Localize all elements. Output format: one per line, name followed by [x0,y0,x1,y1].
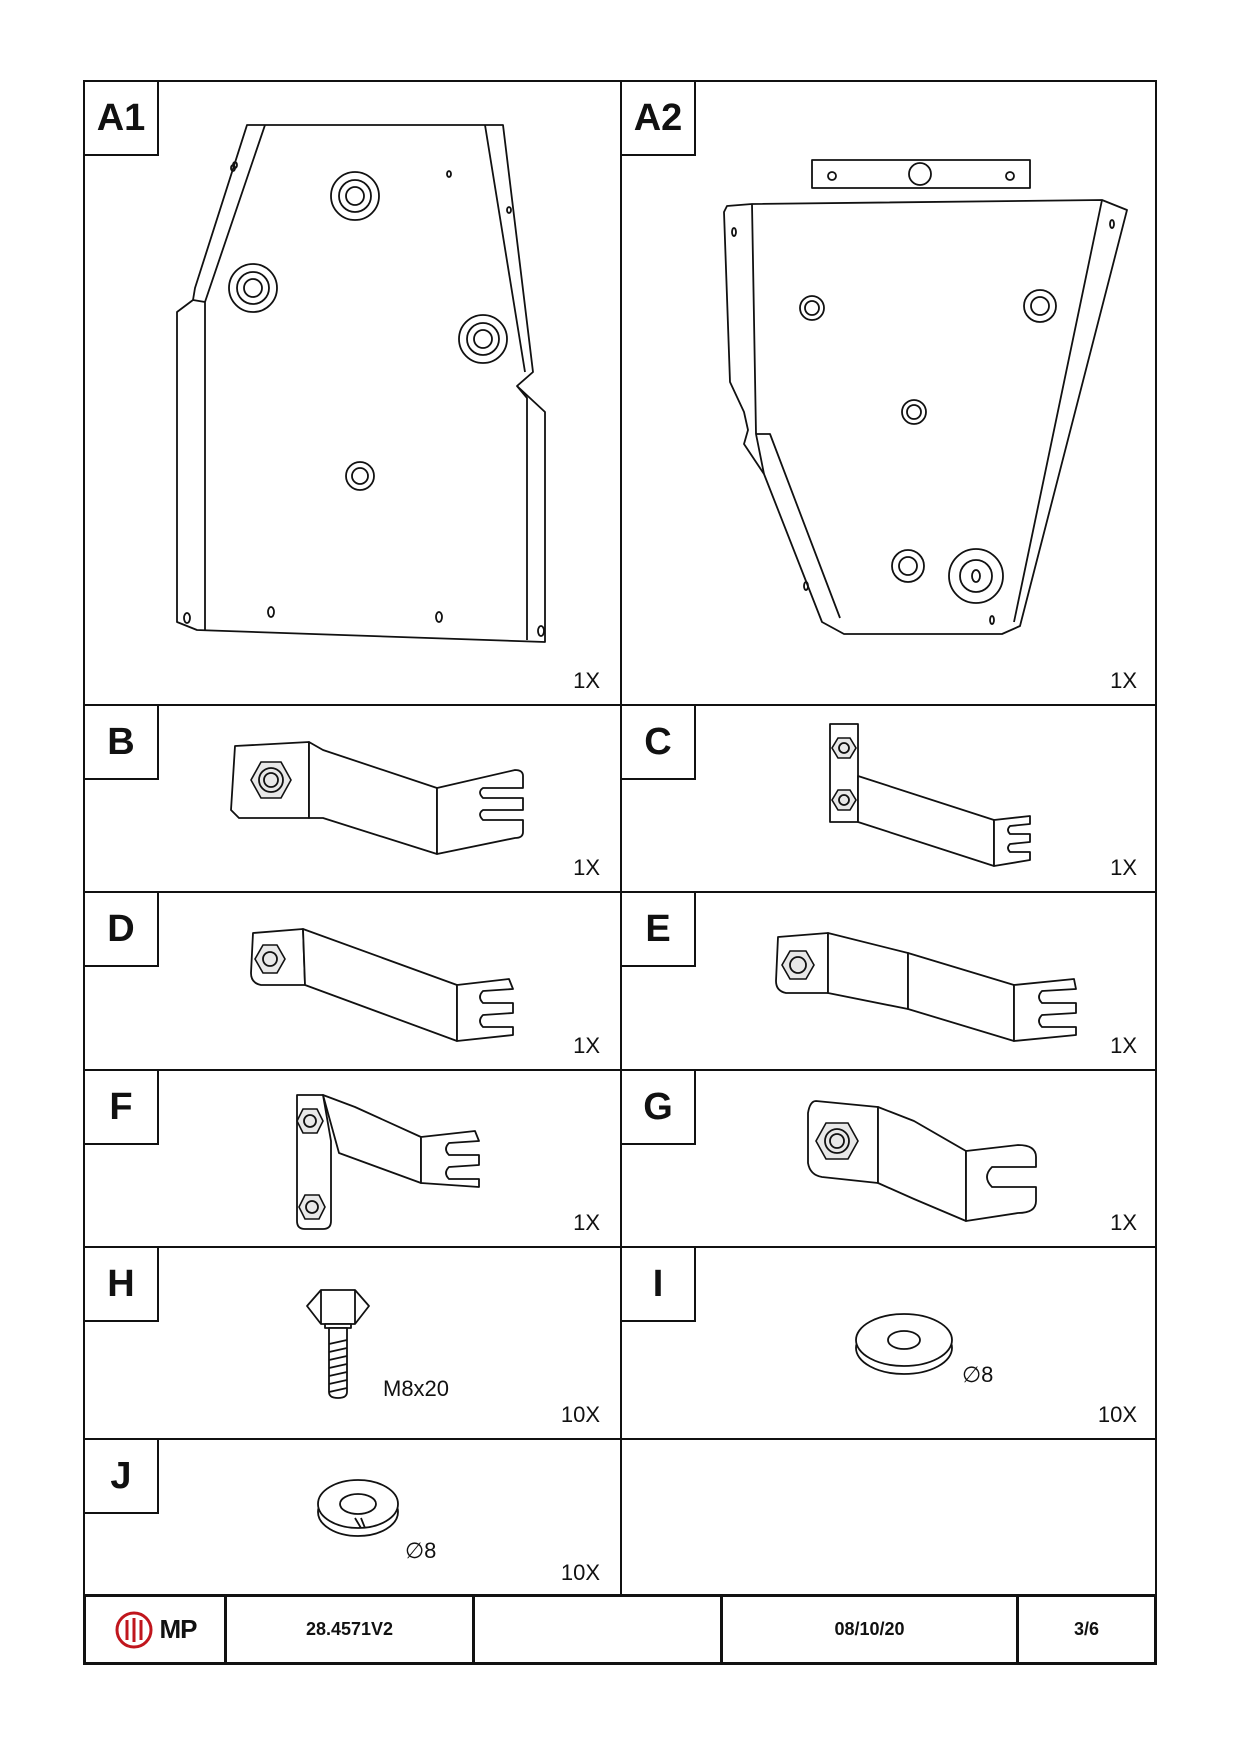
mp-logo-icon [115,1611,152,1648]
washer-diameter-note: ∅8 [405,1538,437,1563]
hex-bolt-icon [306,1289,370,1399]
date: 08/10/20 [723,1597,1019,1662]
part-quantity: 1X [573,668,600,693]
title-block: MP 28.4571V2 08/10/20 3/6 [83,1594,1157,1665]
doc-number: 28.4571V2 [227,1597,475,1662]
part-cell-h: H M8x20 10X [85,1248,622,1440]
part-label: F [85,1071,159,1145]
skid-plate-a2-drawing [723,159,1128,635]
part-quantity: 1X [573,1210,600,1235]
part-quantity: 10X [560,1560,600,1585]
part-label: D [85,893,159,967]
part-cell-i: I ∅8 10X [622,1248,1157,1440]
part-cell-f: F 1X [85,1071,622,1248]
bracket-e-drawing [775,932,1077,1042]
part-label: E [622,893,696,967]
part-quantity: 1X [573,855,600,880]
bracket-g-drawing [807,1100,1037,1222]
bracket-c-drawing [829,723,1031,867]
part-quantity: 1X [1110,1210,1137,1235]
part-label: H [85,1248,159,1322]
flat-washer-icon [855,1313,953,1375]
part-label: G [622,1071,696,1145]
skid-plate-a1-drawing [176,124,546,643]
part-label: C [622,706,696,780]
part-label: B [85,706,159,780]
part-cell-c: C 1X [622,706,1157,893]
mp-logo: MP [114,1610,198,1650]
part-cell-a2: A2 1X [622,82,1157,706]
blank-field [475,1597,723,1662]
bracket-d-drawing [250,928,514,1042]
part-cell-d: D 1X [85,893,622,1071]
part-quantity: 10X [1097,1402,1137,1427]
part-quantity: 1X [1110,855,1137,880]
part-quantity: 1X [1110,668,1137,693]
empty-cell [622,1440,1157,1596]
part-cell-e: E 1X [622,893,1157,1071]
part-label: A2 [622,82,696,156]
logo-text: MP [159,1614,198,1644]
bracket-f-drawing [296,1094,480,1230]
part-cell-b: B 1X [85,706,622,893]
part-label: A1 [85,82,159,156]
page-number: 3/6 [1073,1619,1100,1639]
part-cell-a1: A1 1X [85,82,622,706]
logo-cell: MP [86,1597,227,1662]
parts-sheet: A1 1X A2 1X [83,80,1157,1665]
part-label: J [85,1440,159,1514]
spring-washer-icon [317,1479,399,1537]
part-cell-g: G 1X [622,1071,1157,1248]
part-label: I [622,1248,696,1322]
part-quantity: 1X [573,1033,600,1058]
part-quantity: 10X [560,1402,600,1427]
washer-diameter-note: ∅8 [962,1362,994,1387]
bolt-size-note: M8x20 [383,1376,450,1401]
bracket-b-drawing [230,741,524,855]
part-cell-j: J ∅8 10X [85,1440,622,1596]
part-quantity: 1X [1110,1033,1137,1058]
